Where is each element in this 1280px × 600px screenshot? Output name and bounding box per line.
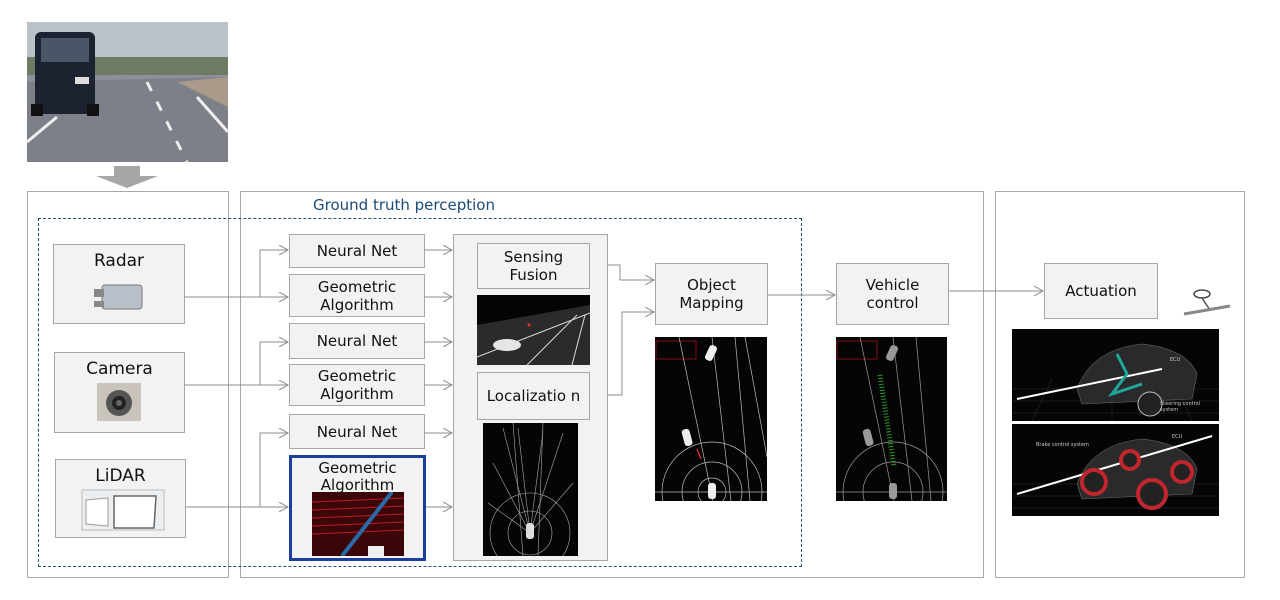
actuation: Actuation bbox=[1044, 263, 1158, 319]
object-mapping: Object Mapping bbox=[655, 263, 768, 325]
sensing-fusion: Sensing Fusion bbox=[477, 243, 590, 289]
actuation-panel bbox=[995, 191, 1245, 578]
sensor-lidar: LiDAR bbox=[55, 459, 186, 538]
radar-icon bbox=[94, 284, 143, 310]
sensing-fusion-image bbox=[477, 295, 590, 365]
sensor-camera: Camera bbox=[54, 352, 185, 433]
brake-control-image: Brake control system ECU bbox=[1012, 424, 1219, 516]
ecu-label: ECU bbox=[1170, 357, 1181, 363]
vehicle-control: Vehicle control bbox=[836, 263, 949, 325]
camera-neural-net: Neural Net bbox=[289, 323, 425, 359]
camera-icon bbox=[97, 383, 141, 421]
radar-geometric-algorithm: Geometric Algorithm bbox=[289, 274, 425, 317]
radar-neural-net: Neural Net bbox=[289, 234, 425, 268]
road-camera-photo bbox=[27, 22, 228, 162]
lidar-icon bbox=[81, 489, 165, 531]
ecu-label: ECU bbox=[1172, 434, 1183, 440]
localization-image bbox=[483, 423, 578, 556]
sensor-label: Camera bbox=[86, 359, 153, 379]
sensor-radar: Radar bbox=[53, 244, 185, 324]
steering-control-image: ECU Steering control system bbox=[1012, 329, 1219, 421]
module-label: Geometric Algorithm bbox=[318, 459, 397, 494]
sensor-label: LiDAR bbox=[95, 466, 146, 486]
lidar-geometric-algorithm: Geometric Algorithm bbox=[289, 455, 426, 561]
sensor-label: Radar bbox=[93, 251, 145, 271]
localization: Localizatio n bbox=[477, 372, 590, 420]
steering-system-label: Steering control system bbox=[1160, 401, 1200, 413]
down-arrow-icon bbox=[96, 166, 158, 188]
vehicle-control-image bbox=[836, 337, 947, 501]
ground-truth-title: Ground truth perception bbox=[313, 196, 495, 214]
camera-geometric-algorithm: Geometric Algorithm bbox=[289, 364, 425, 406]
lidar-neural-net: Neural Net bbox=[289, 414, 425, 449]
steering-rack-icon bbox=[1183, 289, 1231, 316]
ground-truth-perception-region bbox=[38, 218, 802, 567]
object-mapping-image bbox=[655, 337, 767, 501]
brake-system-label: Brake control system bbox=[1036, 442, 1089, 448]
lidar-pointcloud-image bbox=[312, 492, 404, 556]
